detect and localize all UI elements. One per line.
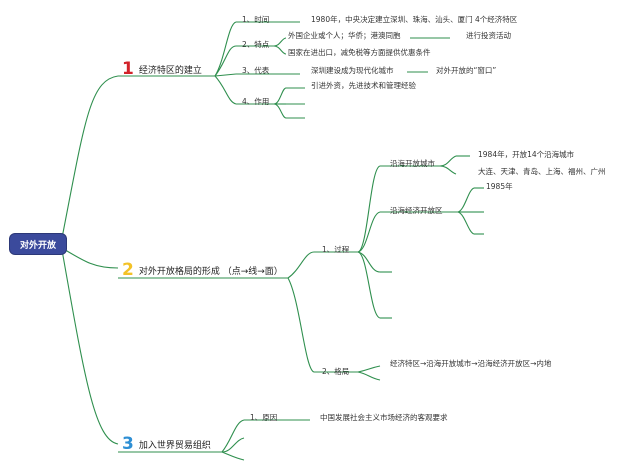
label-pattern: 2、格局 <box>322 367 350 376</box>
text-zones-year: 1985年 <box>486 182 513 191</box>
label-reason: 1、原因 <box>250 413 278 422</box>
text-feature-1b: 进行投资活动 <box>466 31 511 40</box>
text-cities-list: 大连、天津、青岛、上海、福州、广州 <box>478 167 606 176</box>
branch-title-2: 对外开放格局的形成 （点→线→面） <box>138 266 283 277</box>
label-role: 4、作用 <box>242 97 270 106</box>
text-economic-zones: 沿海经济开放区 <box>390 206 443 215</box>
label-process: 1、过程 <box>322 245 350 254</box>
text-coastal-cities: 沿海开放城市 <box>390 159 435 168</box>
text-time: 1980年，中央决定建立深圳、珠海、汕头、厦门 4个经济特区 <box>311 15 518 24</box>
branch-special-zones: 1 经济特区的建立 <box>122 59 202 79</box>
text-role: 引进外资，先进技术和管理经验 <box>311 81 416 90</box>
branch-number-1: 1 <box>122 59 134 79</box>
branch-wto: 3 加入世界贸易组织 <box>122 434 211 454</box>
text-reason: 中国发展社会主义市场经济的客观要求 <box>320 413 448 422</box>
text-feature-1: 外国企业或个人；华侨；港澳同胞 <box>288 31 401 40</box>
branch-title-1: 经济特区的建立 <box>138 65 202 76</box>
text-window: 对外开放的“窗口” <box>436 66 497 75</box>
text-representative: 深圳建设成为现代化城市 <box>311 66 394 75</box>
branch-opening-pattern: 2 对外开放格局的形成 （点→线→面） <box>122 260 283 280</box>
text-feature-2: 国家在进出口，减免税等方面提供优惠条件 <box>288 48 431 57</box>
label-time: 1、时间 <box>242 15 270 24</box>
root-node: 对外开放 <box>10 234 66 254</box>
label-representative: 3、代表 <box>242 66 270 75</box>
branch-number-2: 2 <box>122 260 134 280</box>
label-feature: 2、特点 <box>242 40 270 49</box>
branch-number-3: 3 <box>122 434 134 454</box>
branch-title-3: 加入世界贸易组织 <box>138 440 211 451</box>
text-cities-year: 1984年，开放14个沿海城市 <box>478 150 575 159</box>
text-pattern: 经济特区→沿海开放城市→沿海经济开放区→内地 <box>390 359 552 368</box>
